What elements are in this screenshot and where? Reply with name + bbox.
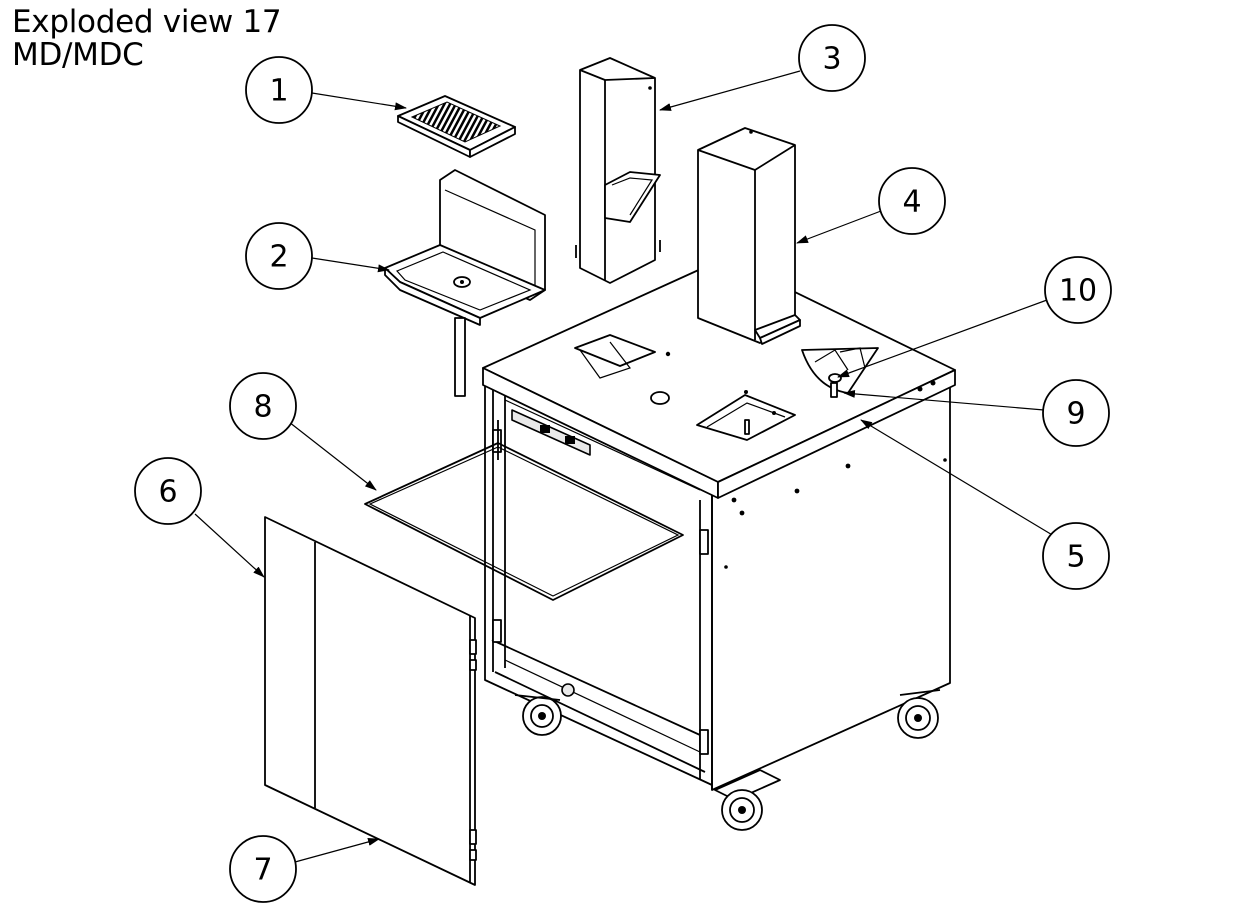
callout-9-label: 9 — [1066, 397, 1085, 432]
cabinet — [482, 257, 956, 831]
callout-2-label: 2 — [269, 240, 288, 275]
basin-with-backsplash — [384, 169, 546, 397]
square-column-housing — [697, 127, 801, 345]
callout-4: 4 — [878, 167, 946, 235]
callout-1-label: 1 — [269, 74, 288, 109]
callout-5: 5 — [1042, 522, 1110, 590]
caster-front — [714, 769, 781, 831]
callout-5-label: 5 — [1066, 540, 1085, 575]
caster-left — [514, 694, 562, 736]
callout-10-label: 10 — [1059, 274, 1097, 309]
callout-3-label: 3 — [822, 42, 841, 77]
callout-9: 9 — [1042, 379, 1110, 447]
tall-chute-with-pocket — [575, 57, 661, 284]
callout-10: 10 — [1044, 256, 1112, 324]
callout-4-label: 4 — [902, 185, 921, 220]
callout-2: 2 — [245, 222, 313, 290]
callout-7: 7 — [229, 835, 297, 903]
callout-6: 6 — [134, 457, 202, 525]
drawing-title: Exploded view 17 MD/MDC — [12, 4, 282, 73]
callout-7-label: 7 — [253, 853, 272, 888]
drip-tray-grate — [397, 95, 516, 158]
callout-3: 3 — [798, 24, 866, 92]
drawing-title-line2: MD/MDC — [12, 37, 144, 73]
callout-6-label: 6 — [158, 475, 177, 510]
door-panel — [264, 516, 477, 886]
callout-1: 1 — [245, 56, 313, 124]
callout-8: 8 — [229, 372, 297, 440]
wire-frame-shelf — [364, 420, 684, 601]
drawing-title-line1: Exploded view 17 — [12, 4, 282, 40]
callout-8-label: 8 — [253, 390, 272, 425]
caster-right — [897, 689, 941, 739]
callout-leaders — [194, 70, 1055, 863]
